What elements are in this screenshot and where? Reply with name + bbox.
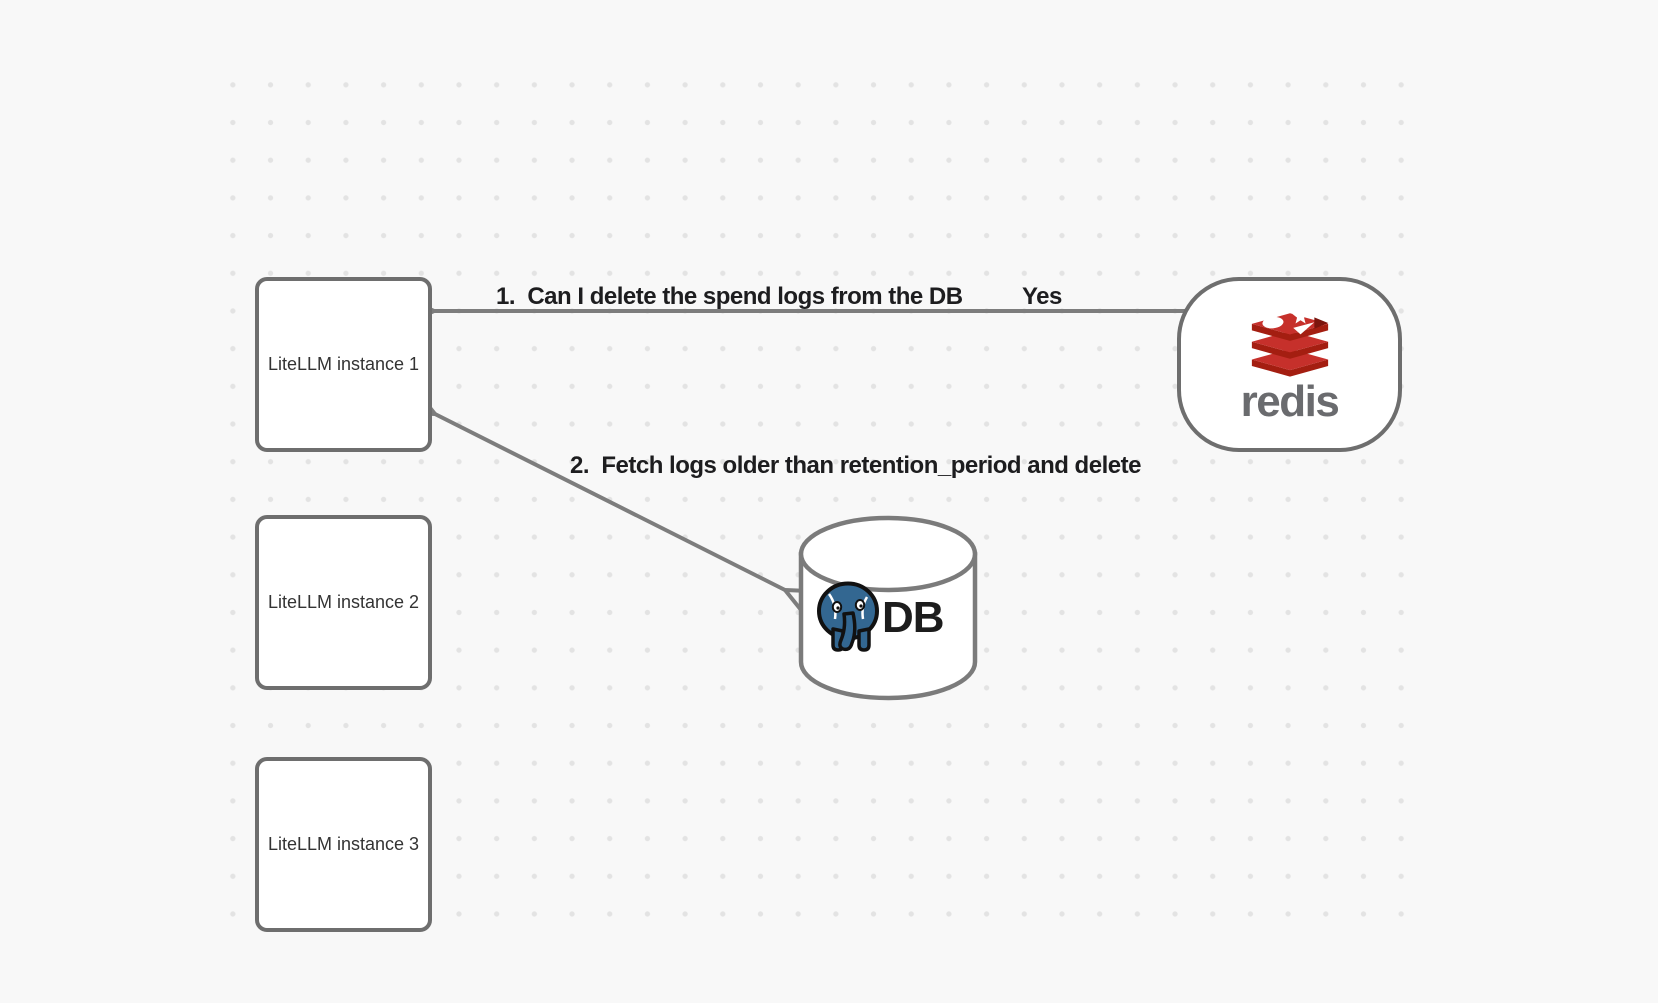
postgresql-elephant-icon xyxy=(817,581,879,652)
node-database[interactable]: DB xyxy=(795,514,981,704)
node-litellm-instance-3[interactable]: LiteLLM instance 3 xyxy=(255,757,432,932)
redis-wordmark: redis xyxy=(1240,377,1340,426)
arrow1-label[interactable]: 1. Can I delete the spend logs from the … xyxy=(496,283,963,310)
node-redis[interactable]: redis xyxy=(1177,277,1402,452)
node-label: LiteLLM instance 3 xyxy=(267,834,420,854)
node-litellm-instance-2[interactable]: LiteLLM instance 2 xyxy=(255,515,432,690)
arrow1-response-label[interactable]: Yes xyxy=(1022,283,1062,310)
node-label: LiteLLM instance 1 xyxy=(267,354,420,374)
node-label: LiteLLM instance 2 xyxy=(267,592,420,612)
arrow2-label[interactable]: 2. Fetch logs older than retention_perio… xyxy=(570,452,1141,479)
node-litellm-instance-1[interactable]: LiteLLM instance 1 xyxy=(255,277,432,452)
redis-stack-icon xyxy=(1251,308,1328,377)
arrow-litellm1-db[interactable] xyxy=(408,393,812,611)
database-label: DB xyxy=(882,593,945,642)
